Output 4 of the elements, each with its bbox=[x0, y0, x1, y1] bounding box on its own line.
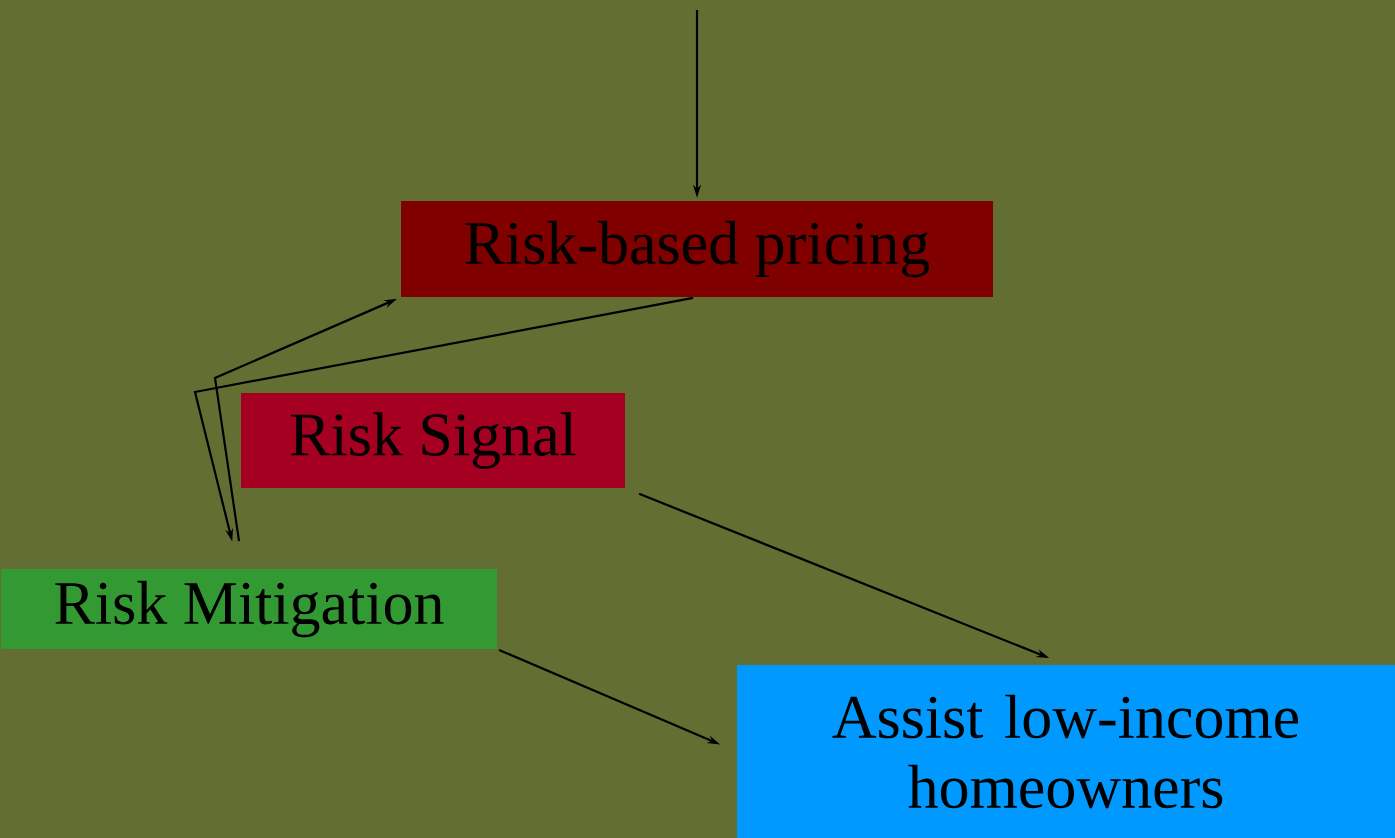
process-box: Risk-based pricing bbox=[401, 201, 993, 297]
process-box: Risk Mitigation bbox=[1, 569, 497, 649]
process-box: Assist low-income homeowners bbox=[737, 665, 1395, 838]
process-box: Risk Signal bbox=[241, 393, 625, 488]
